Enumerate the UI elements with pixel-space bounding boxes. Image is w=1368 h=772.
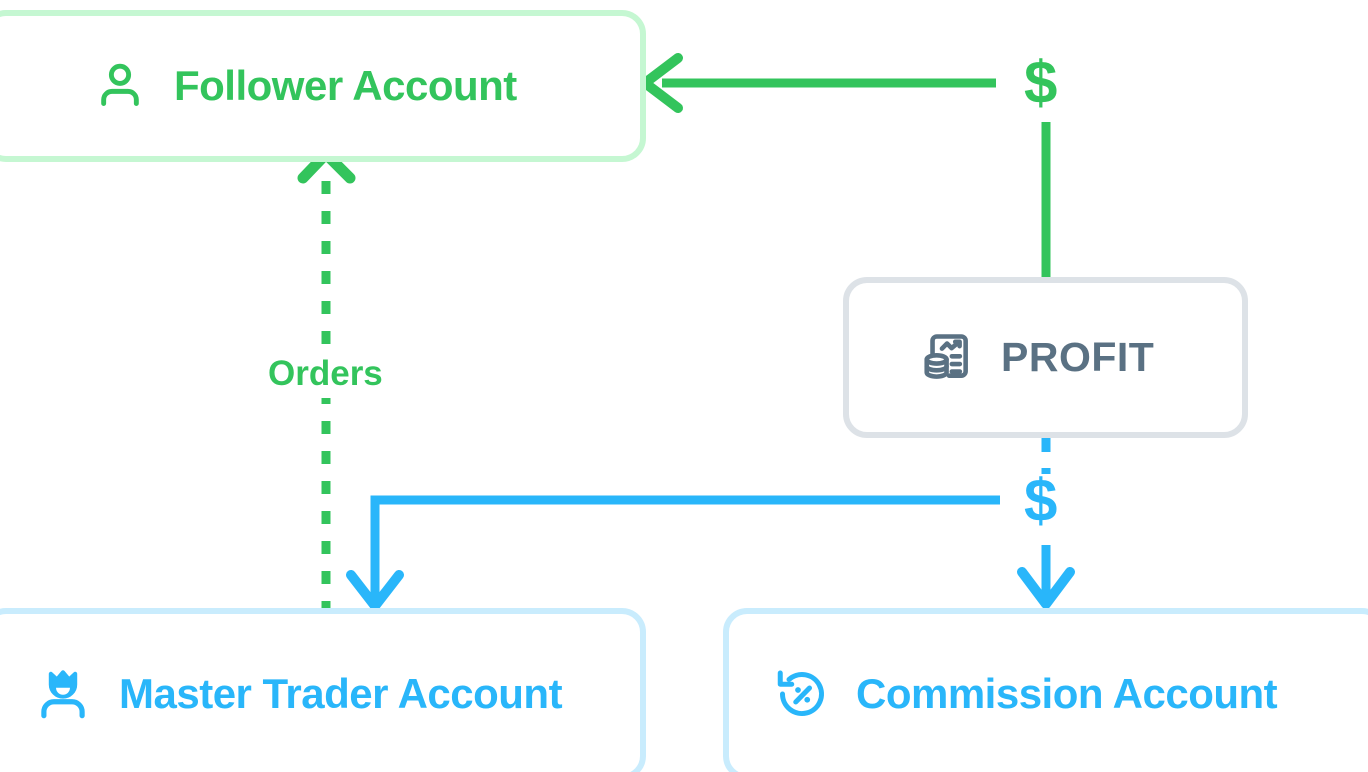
node-master-trader-account[interactable]: Master Trader Account xyxy=(0,608,646,772)
dollar-marker-blue: $ xyxy=(1024,467,1058,534)
person-icon xyxy=(101,63,139,106)
node-commission-account[interactable]: Commission Account xyxy=(723,608,1368,772)
crown-person-icon xyxy=(41,670,85,719)
node-label-profit: PROFIT xyxy=(1001,334,1155,380)
node-label-master-trader-account: Master Trader Account xyxy=(119,670,563,717)
profit-to-commission-connector xyxy=(1017,438,1075,609)
node-profit[interactable]: PROFIT xyxy=(843,277,1248,438)
dollar-marker-green: $ xyxy=(1024,49,1058,116)
node-follower-account[interactable]: Follower Account xyxy=(0,10,646,162)
profit-to-follower-connector xyxy=(640,53,1051,277)
node-label-commission-account: Commission Account xyxy=(856,670,1278,717)
report-coins-icon xyxy=(924,333,968,379)
commission-to-master-connector xyxy=(346,495,1000,611)
node-label-follower-account: Follower Account xyxy=(174,62,517,109)
percent-refresh-icon xyxy=(777,670,824,716)
edge-label-orders: Orders xyxy=(258,350,393,398)
